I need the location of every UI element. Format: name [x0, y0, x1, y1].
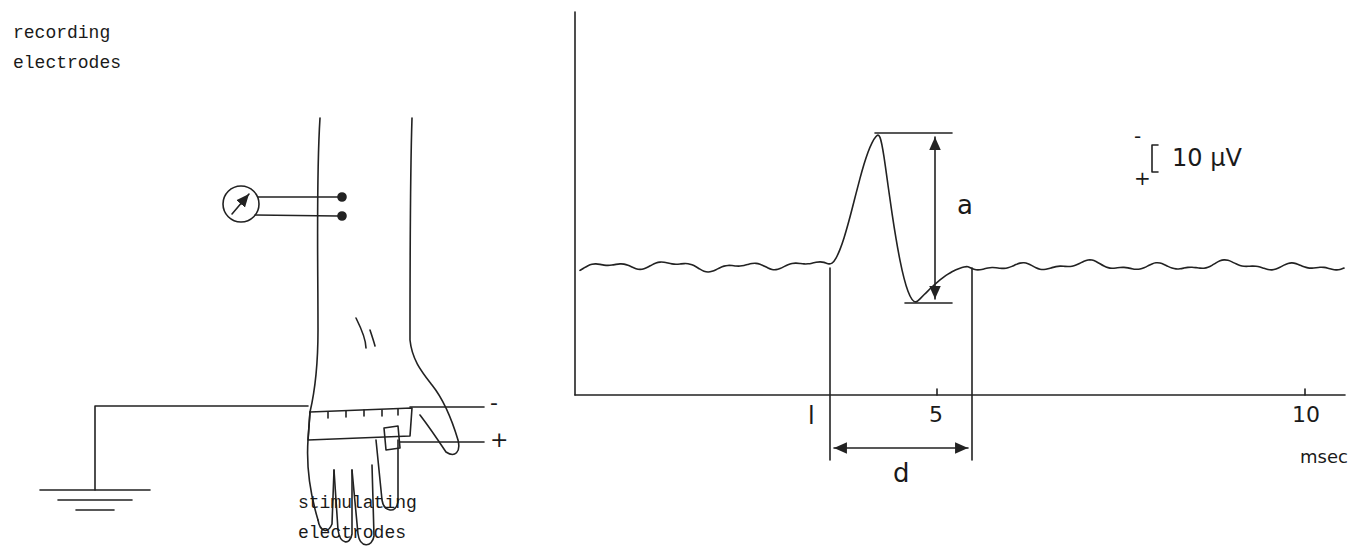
duration-label: d: [893, 458, 910, 488]
graph-axes: [575, 12, 1345, 395]
latency-label: l: [808, 402, 815, 430]
stimulating-wires: [384, 407, 484, 450]
electrode-label: stimulating electrodes: [298, 488, 438, 548]
scale-bar: [1152, 145, 1158, 172]
ground-band: [308, 408, 412, 440]
hand-outline: [308, 118, 459, 545]
trace-line: [580, 135, 1344, 302]
recording-wires: [255, 193, 346, 220]
polarity-sign: +: [1134, 166, 1151, 190]
axis-unit: msec: [1300, 446, 1348, 467]
amplitude-label: a: [957, 190, 973, 220]
axis-tick-label: 5: [929, 402, 943, 427]
electrode-label: recording electrodes: [13, 18, 128, 78]
amplitude-marker: [875, 133, 952, 303]
duration-markers: [830, 268, 972, 460]
polarity-sign: -: [1134, 124, 1141, 148]
axis-tick-label: 10: [1292, 402, 1320, 427]
polarity-sign: -: [490, 390, 498, 415]
signal-trace: [580, 135, 1344, 302]
ground-symbol: [40, 406, 308, 510]
polarity-sign: +: [490, 427, 508, 452]
meter-symbol: [223, 186, 259, 222]
scale-value: 10 μV: [1172, 144, 1242, 172]
